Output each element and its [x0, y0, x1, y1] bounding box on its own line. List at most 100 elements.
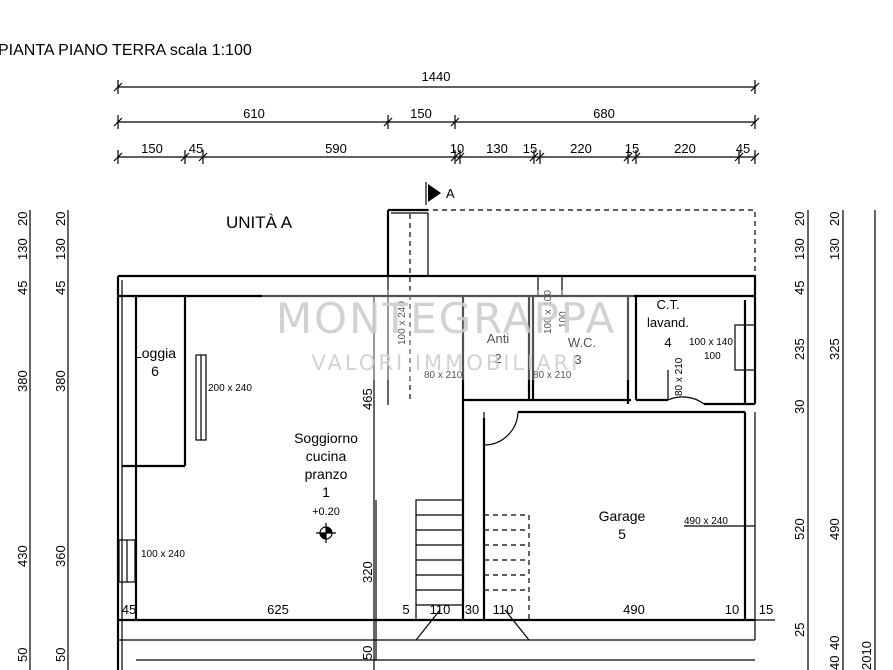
room-ct-number: 4 [664, 335, 671, 350]
dim-b-490: 490 [623, 602, 645, 617]
dim-r2-20: 20 [827, 212, 842, 226]
room-wc: W.C. 3 [568, 335, 596, 367]
right-dimension-chain-2: 20 130 325 490 40 40 [827, 210, 844, 670]
room-garage-name: Garage [599, 508, 646, 524]
top-dimension-chain-total: 1440 [113, 69, 760, 94]
dim-r2-40a: 40 [827, 636, 842, 650]
room-anti-number: 2 [494, 351, 501, 366]
stair-bottom-dim: 50 [360, 646, 375, 660]
ct-door-label: 80 x 210 [674, 357, 685, 396]
watermark: MONTEGRAPPA VALORI IMMOBILIARI [262, 290, 634, 380]
dimension-slash [734, 152, 744, 162]
dim-lo-45: 45 [15, 281, 30, 295]
room-garage: Garage 5 [599, 508, 646, 542]
room-ct-line2: lavand. [647, 315, 689, 330]
dim-b-625: 625 [267, 602, 289, 617]
dim-d-130: 130 [486, 141, 508, 156]
room-ct-line1: C.T. [656, 297, 679, 312]
dim-lo-430: 430 [15, 545, 30, 567]
room-wc-name: W.C. [568, 335, 596, 350]
room-living-line3: pranzo [305, 466, 348, 482]
stair-window-label: 100 x 240 [397, 301, 408, 345]
section-marker-icon: A [425, 182, 455, 205]
left-dimension-chain-outer: 20 130 45 380 430 50 [15, 210, 31, 670]
room-living-level: +0.20 [312, 506, 340, 518]
dim-610: 610 [243, 106, 265, 121]
dim-b-110a: 110 [430, 602, 451, 617]
dim-d-150: 150 [141, 141, 163, 156]
dim-lo-50: 50 [15, 648, 30, 662]
room-loggia-name: Loggia [134, 345, 176, 361]
section-marker-label: A [446, 186, 455, 201]
dim-r2-490: 490 [827, 518, 842, 540]
room-garage-number: 5 [618, 526, 626, 542]
building-walls [116, 208, 757, 670]
loggia-window-label: 200 x 240 [208, 383, 252, 394]
dim-lo-20: 20 [15, 212, 30, 226]
dim-b-110b: 110 [493, 602, 514, 617]
dim-lo-130: 130 [15, 238, 30, 260]
dimension-slash [198, 152, 208, 162]
dim-r1-235: 235 [792, 338, 807, 360]
opening-labels: 200 x 240 100 x 240 100 x 240 80 x 210 8… [141, 290, 755, 560]
right-dimension-chain-3: 2010 [859, 210, 876, 670]
dim-b-30: 30 [465, 602, 479, 617]
living-window-label: 100 x 240 [141, 549, 185, 560]
dim-li-130: 130 [53, 238, 68, 260]
dimension-slash [623, 152, 633, 162]
dim-b-5: 5 [402, 602, 409, 617]
dim-680: 680 [593, 106, 615, 121]
dimension-slash [529, 152, 539, 162]
dim-d-10: 10 [450, 141, 464, 156]
dimension-slash [750, 152, 760, 162]
room-anti-name: Anti [487, 331, 510, 346]
ct-window-label-a: 100 x 140 [689, 337, 733, 348]
room-living-line1: Soggiorno [294, 430, 358, 446]
wc-window-label-a: 100 x 100 [543, 290, 554, 334]
top-dimension-chain-middle: 610 150 680 [113, 106, 760, 129]
living-depth-dim: 465 [360, 388, 375, 410]
dim-r1-130: 130 [792, 238, 807, 260]
watermark-line2: VALORI IMMOBILIARI [312, 351, 581, 375]
left-dimension-chain-inner: 20 130 45 380 360 50 [53, 210, 69, 670]
dim-r1-30: 30 [792, 400, 807, 414]
inner-dimensions: 465 320 50 [360, 388, 377, 660]
dim-d-45b: 45 [736, 141, 750, 156]
dim-b-15: 15 [759, 602, 773, 617]
room-ct: C.T. lavand. 4 [647, 297, 689, 350]
room-living-line2: cucina [306, 448, 347, 464]
dim-li-360: 360 [53, 545, 68, 567]
top-dimension-chain-detail: 150 45 590 10 130 15 220 15 220 45 [113, 141, 760, 164]
plan-title: PIANTA PIANO TERRA scala 1:100 [0, 42, 252, 59]
bottom-dimension-chain: 45 625 5 110 30 110 490 10 15 [118, 602, 775, 621]
dimension-slash [631, 152, 641, 162]
stair-length-dim: 320 [360, 561, 375, 583]
room-wc-number: 3 [574, 352, 581, 367]
dim-li-20: 20 [53, 212, 68, 226]
dim-r3-2010: 2010 [859, 641, 874, 670]
dim-d-220a: 220 [570, 141, 592, 156]
dim-d-15b: 15 [625, 141, 639, 156]
garage-door-label: 490 x 240 [684, 516, 728, 527]
dim-150: 150 [410, 106, 432, 121]
watermark-line1: MONTEGRAPPA [276, 294, 616, 343]
room-living-number: 1 [322, 484, 330, 500]
unit-label: UNITÀ A [226, 213, 293, 232]
dimension-slash [180, 152, 190, 162]
dimension-slash [455, 152, 465, 162]
room-loggia-number: 6 [151, 363, 159, 379]
wc-window-label-b: 100 [558, 311, 569, 328]
dimension-slash [535, 152, 545, 162]
wc-door-label: 80 x 210 [533, 370, 572, 381]
dim-li-50: 50 [53, 648, 68, 662]
room-loggia: Loggia 6 [134, 345, 176, 379]
door-swings [483, 370, 705, 446]
dim-d-590: 590 [325, 141, 347, 156]
room-living: Soggiorno cucina pranzo 1 +0.20 [294, 430, 358, 543]
dim-r1-520: 520 [792, 518, 807, 540]
dim-r2-130: 130 [827, 238, 842, 260]
dim-li-45: 45 [53, 281, 68, 295]
dim-b-45: 45 [122, 602, 136, 617]
dim-lo-380: 380 [15, 370, 30, 392]
